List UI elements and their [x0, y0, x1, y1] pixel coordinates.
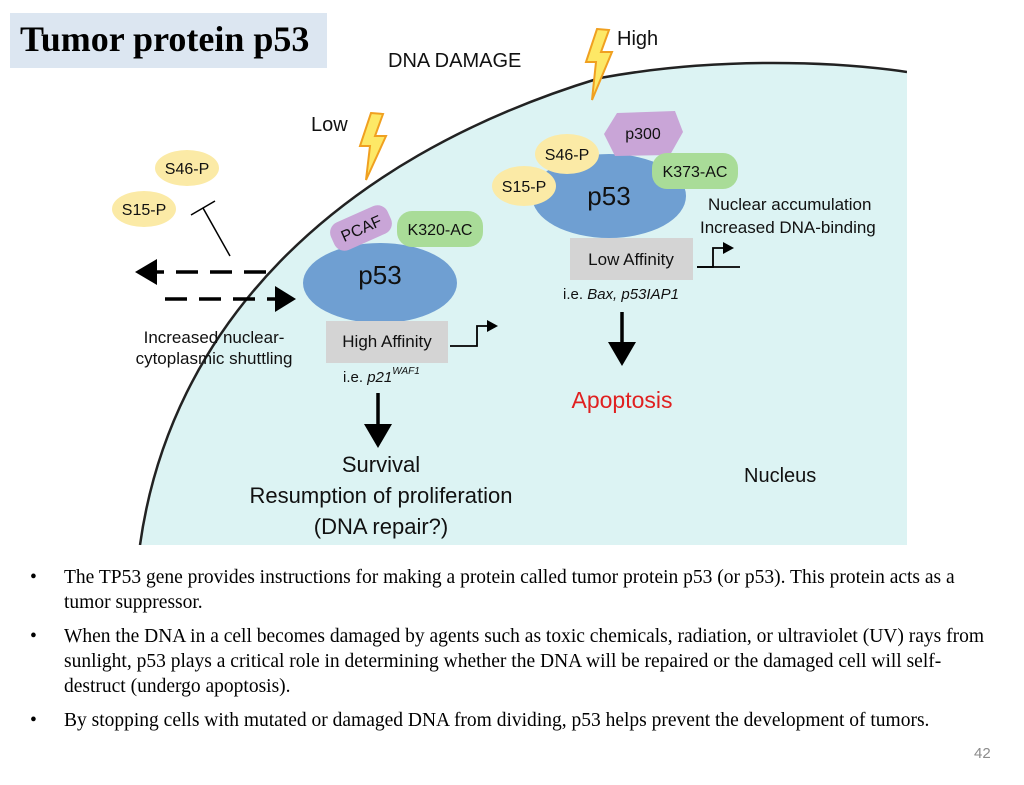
import-arrowhead	[275, 286, 296, 312]
k373-badge	[652, 153, 738, 189]
inhibition-bar	[190, 200, 216, 216]
transcription-arrowhead-high	[723, 242, 734, 254]
bullet-item: • By stopping cells with mutated or dama…	[30, 708, 990, 733]
nucleus-membrane	[138, 61, 907, 545]
page-title: Tumor protein p53	[20, 19, 310, 59]
apoptosis-label: Apoptosis	[571, 387, 672, 413]
survival-label: Survival	[342, 452, 420, 477]
k320-label: K320-AC	[408, 222, 473, 239]
down-arrowhead-low	[364, 424, 392, 448]
high-affinity-box	[326, 321, 448, 363]
p300-label: p300	[625, 126, 661, 143]
bullet-text: The TP53 gene provides instructions for …	[64, 567, 955, 613]
bullet-marker: •	[30, 710, 37, 731]
bullet-item: • The TP53 gene provides instructions fo…	[30, 565, 990, 615]
k373-label: K373-AC	[663, 164, 728, 181]
p53-label-high: p53	[587, 181, 630, 211]
p53-label-low: p53	[358, 260, 401, 290]
bullet-item: • When the DNA in a cell becomes damaged…	[30, 624, 990, 699]
shuttling-label-line1: Increased nuclear-	[144, 328, 285, 347]
s46p-free-label: S46-P	[165, 161, 209, 178]
s15p-badge-free	[112, 191, 176, 227]
page-number: 42	[974, 745, 991, 762]
shuttling-label-line2: cytoplasmic shuttling	[136, 349, 293, 368]
k320-badge	[397, 211, 483, 247]
bullet-marker: •	[30, 626, 37, 647]
down-arrowhead-high	[608, 342, 636, 366]
inhibition-line	[202, 207, 231, 257]
transcription-arrow-low	[450, 325, 488, 347]
s46p-bound-label: S46-P	[545, 147, 589, 164]
high-affinity-label: High Affinity	[342, 332, 432, 351]
s46p-badge-free	[155, 150, 219, 186]
high-label: High	[617, 28, 658, 50]
p300-badge	[604, 111, 683, 156]
dna-binding-label: Increased DNA-binding	[700, 218, 876, 237]
lightning-icon-high	[584, 27, 614, 101]
s15p-bound-label: S15-P	[502, 179, 546, 196]
lightning-icon-low	[358, 111, 388, 181]
low-label: Low	[311, 114, 348, 136]
title-box	[10, 13, 327, 68]
s46p-badge-bound	[535, 134, 599, 174]
low-affinity-label: Low Affinity	[588, 250, 674, 269]
p53-diagram: DNA DAMAGE High Low S46-P S15-P Increase…	[112, 27, 907, 545]
pcaf-badge	[330, 205, 392, 251]
s15p-badge-bound	[492, 166, 556, 206]
dna-damage-label: DNA DAMAGE	[388, 50, 521, 72]
nucleus-label: Nucleus	[744, 465, 816, 487]
export-arrowhead	[135, 259, 157, 285]
bullet-text: When the DNA in a cell becomes damaged b…	[64, 626, 984, 697]
bullet-marker: •	[30, 567, 37, 588]
gene-example-low: i.e. p21WAF1	[343, 366, 420, 386]
s15p-free-label: S15-P	[122, 202, 166, 219]
bullet-text: By stopping cells with mutated or damage…	[64, 710, 930, 731]
transcription-arrowhead-low	[487, 320, 498, 332]
resumption-label: Resumption of proliferation	[250, 483, 513, 508]
nuclear-accumulation-label: Nuclear accumulation	[708, 195, 871, 214]
dna-repair-label: (DNA repair?)	[314, 514, 448, 539]
low-affinity-box	[570, 238, 693, 280]
gene-example-high: i.e. Bax, p53IAP1	[563, 286, 679, 303]
bullet-list: • The TP53 gene provides instructions fo…	[30, 565, 990, 742]
p53-protein-low	[303, 243, 457, 323]
p53-protein-high	[532, 154, 686, 238]
